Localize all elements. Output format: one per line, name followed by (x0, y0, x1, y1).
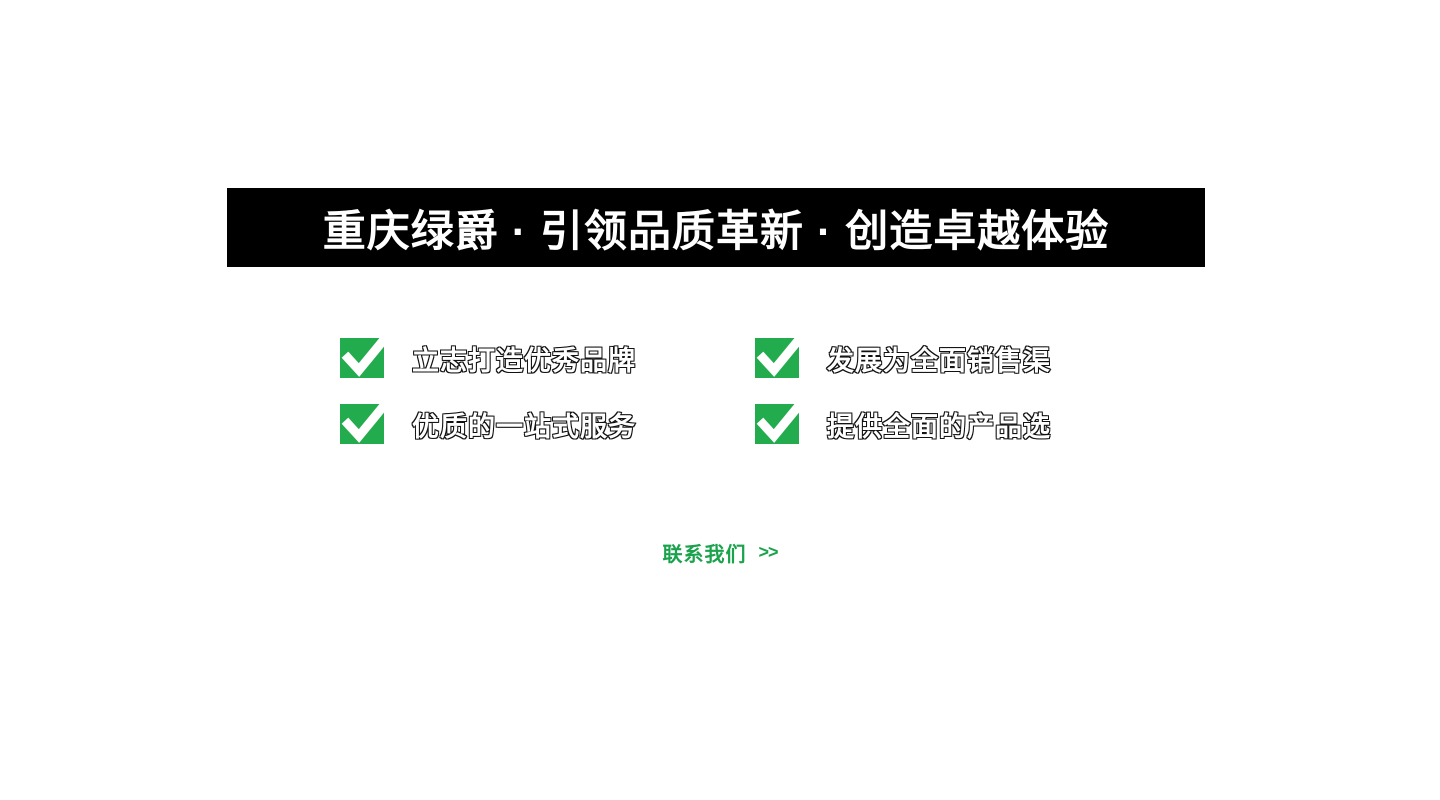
feature-label: 立志打造优秀品牌 (411, 345, 636, 377)
feature-item-brand: 立志打造优秀品牌 (340, 335, 755, 378)
feature-item-products: 提供全面的产品选 (755, 401, 1170, 444)
check-icon (340, 401, 389, 444)
check-icon (755, 335, 804, 378)
feature-item-service: 优质的一站式服务 (340, 401, 755, 444)
double-arrow-icon: >> (758, 542, 778, 562)
headline-banner: 重庆绿爵 · 引领品质革新 · 创造卓越体验 (227, 188, 1205, 267)
contact-us-link[interactable]: 联系我们 >> (662, 538, 778, 567)
contact-row: 联系我们 >> (0, 538, 1440, 567)
feature-list: 立志打造优秀品牌 发展为全面销售渠 优质的一站式服务 (340, 335, 1170, 444)
feature-label: 提供全面的产品选 (826, 411, 1051, 443)
contact-us-label: 联系我们 (662, 544, 747, 566)
feature-label: 发展为全面销售渠 (826, 345, 1051, 377)
feature-item-sales: 发展为全面销售渠 (755, 335, 1170, 378)
feature-label: 优质的一站式服务 (411, 411, 636, 443)
check-icon (755, 401, 804, 444)
check-icon (340, 335, 389, 378)
page-title: 重庆绿爵 · 引领品质革新 · 创造卓越体验 (322, 207, 1110, 256)
